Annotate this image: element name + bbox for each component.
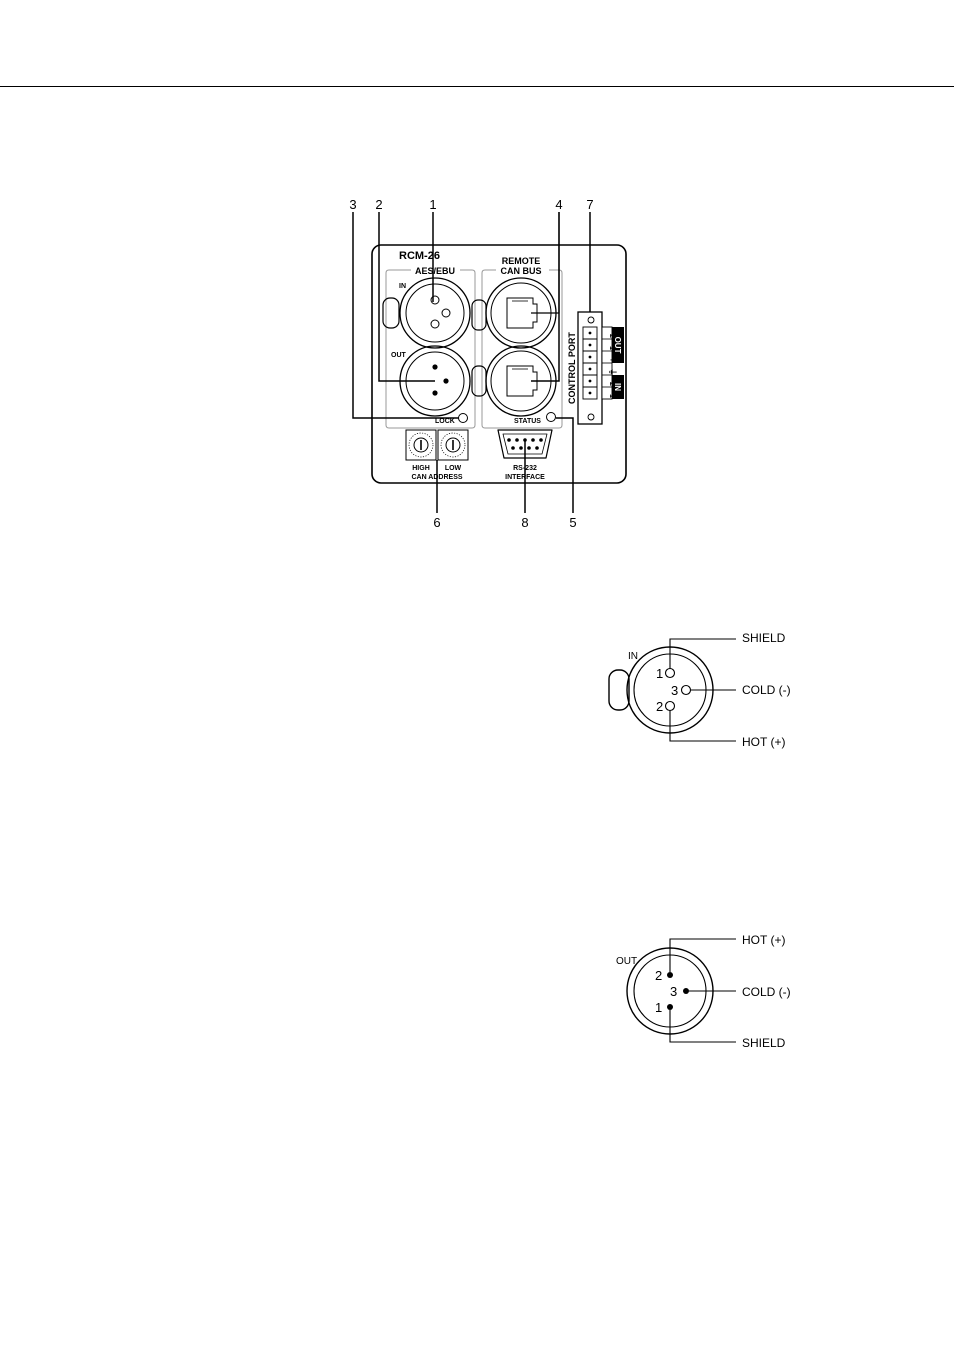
high-label: HIGH [412,465,430,472]
terminal-label-3: + [608,358,617,363]
can-bus-label: CAN BUS [500,266,541,276]
status-label: STATUS [514,418,541,425]
xlr-out-cold-label: COLD (-) [742,985,791,999]
xlr-in-pin1-label: 1 [656,666,663,681]
xlr-in-panel-label: IN [399,283,406,290]
callout-8: 8 [521,515,528,530]
xlr-out-pin1-label: 1 [655,1000,662,1015]
callout-4: 4 [555,197,562,212]
xlr-in-pin2-label: 2 [656,699,663,714]
xlr-out-pin2-label: 2 [655,968,662,983]
callout-1: 1 [429,197,436,212]
control-port-label: CONTROL PORT [567,332,577,404]
can-address-switch-low [438,430,468,460]
aes-ebu-label: AES/EBU [415,266,455,276]
xlr-in-shield-label: SHIELD [742,631,786,645]
terminal-in-label: IN [613,383,622,391]
xlr-out-pinout [627,939,736,1042]
xlr-in-latch [383,298,399,328]
xlr-out-pinout-label: OUT [616,956,637,967]
lock-label: LOCK [435,418,455,425]
model-label: RCM-26 [399,250,440,262]
status-led [547,413,556,422]
remote-label: REMOTE [502,256,541,266]
xlr-in-connector [383,278,470,348]
callout-6: 6 [433,515,440,530]
callout-3: 3 [349,197,356,212]
lock-led [459,414,468,423]
terminal-label-6: 1 [608,394,615,398]
callout-7: 7 [586,197,593,212]
xlr-in-cold-label: COLD (-) [742,683,791,697]
xlr-in-pinout-label: IN [628,651,638,662]
xlr-in-pin3-label: 3 [671,683,678,698]
terminal-label-4: ⏚ [608,368,617,376]
xlr-out-shield-label: SHIELD [742,1036,786,1050]
can-address-switch-high [406,430,436,460]
xlr-in-hot-label: HOT (+) [742,735,785,749]
xlr-out-pin3-label: 3 [670,984,677,999]
low-label: LOW [445,465,462,472]
callout-5: 5 [569,515,576,530]
xlr-in-pinout-latch [609,670,629,710]
terminal-out-label: OUT [613,337,622,354]
xlr-out-hot-label: HOT (+) [742,933,785,947]
xlr-out-panel-label: OUT [391,352,407,359]
callout-leaders [353,212,590,513]
callout-2: 2 [375,197,382,212]
